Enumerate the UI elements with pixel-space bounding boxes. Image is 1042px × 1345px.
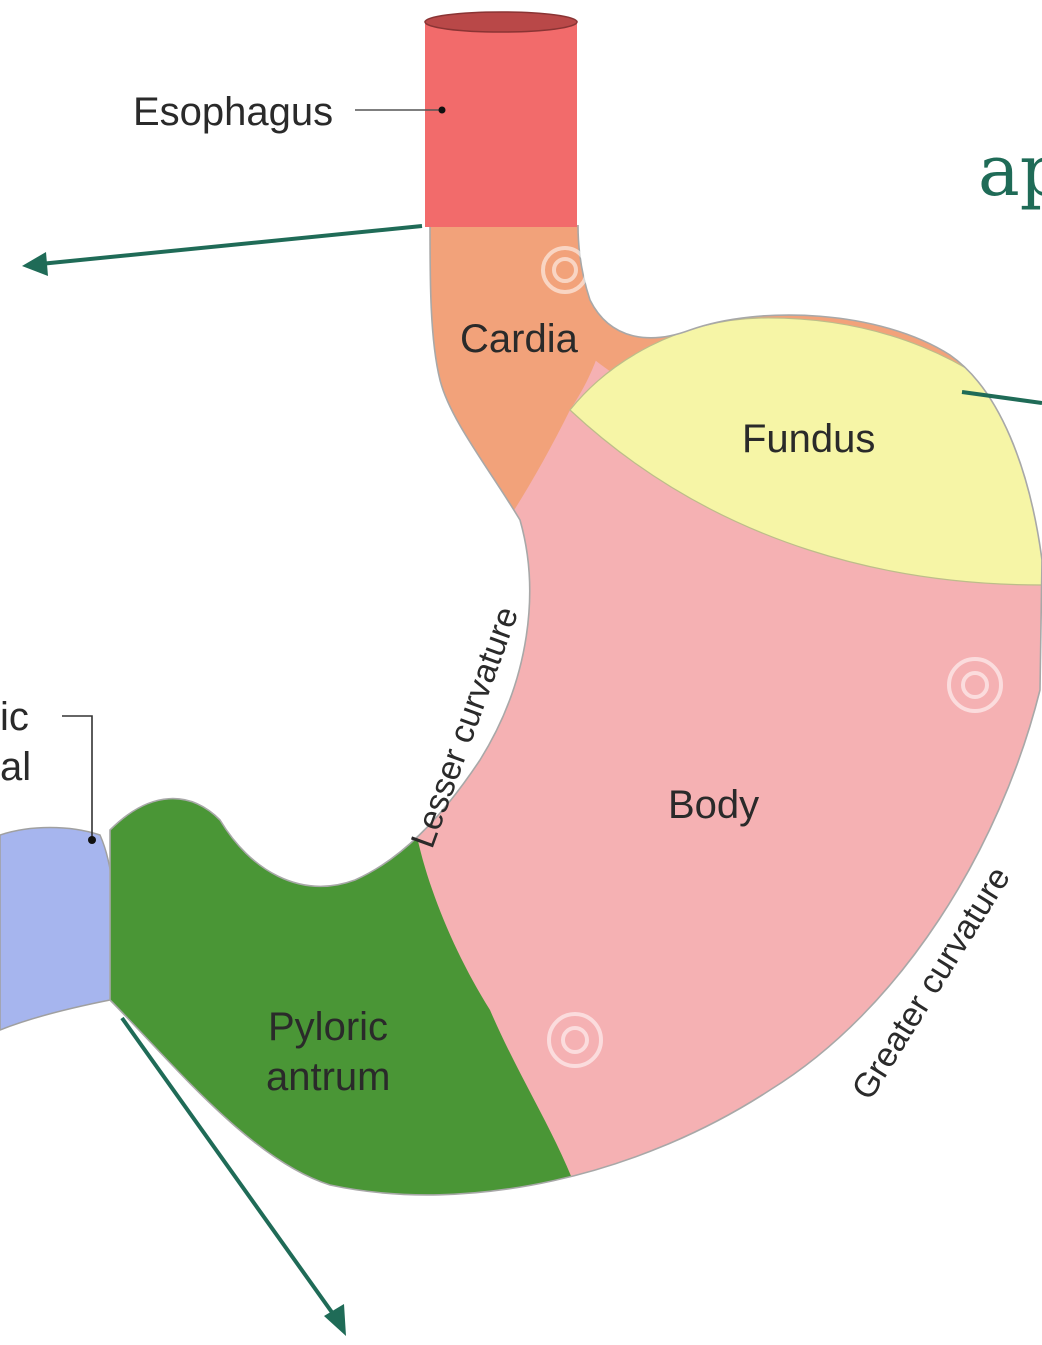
label-pyloric-canal-2: al bbox=[0, 745, 31, 789]
pyloric-canal-leader bbox=[62, 716, 92, 840]
esophagus-region bbox=[425, 22, 577, 227]
label-esophagus: Esophagus bbox=[133, 90, 333, 134]
esophagus-dot bbox=[439, 107, 446, 114]
label-pyloric-canal-1: ic bbox=[0, 695, 29, 739]
esophagus-opening bbox=[425, 12, 577, 32]
pylorus-region bbox=[0, 828, 114, 1031]
label-cardia: Cardia bbox=[460, 317, 579, 361]
overlay-heading: ap bbox=[978, 130, 1042, 212]
label-pyloric-antrum-1: Pyloric bbox=[268, 1005, 388, 1049]
pyloric-canal-dot bbox=[88, 836, 96, 844]
label-pyloric-antrum-2: antrum bbox=[266, 1055, 391, 1099]
label-fundus: Fundus bbox=[742, 417, 875, 461]
label-body: Body bbox=[668, 783, 759, 827]
arrow-esophagus-head bbox=[22, 252, 48, 276]
arrow-esophagus-line bbox=[40, 226, 422, 264]
